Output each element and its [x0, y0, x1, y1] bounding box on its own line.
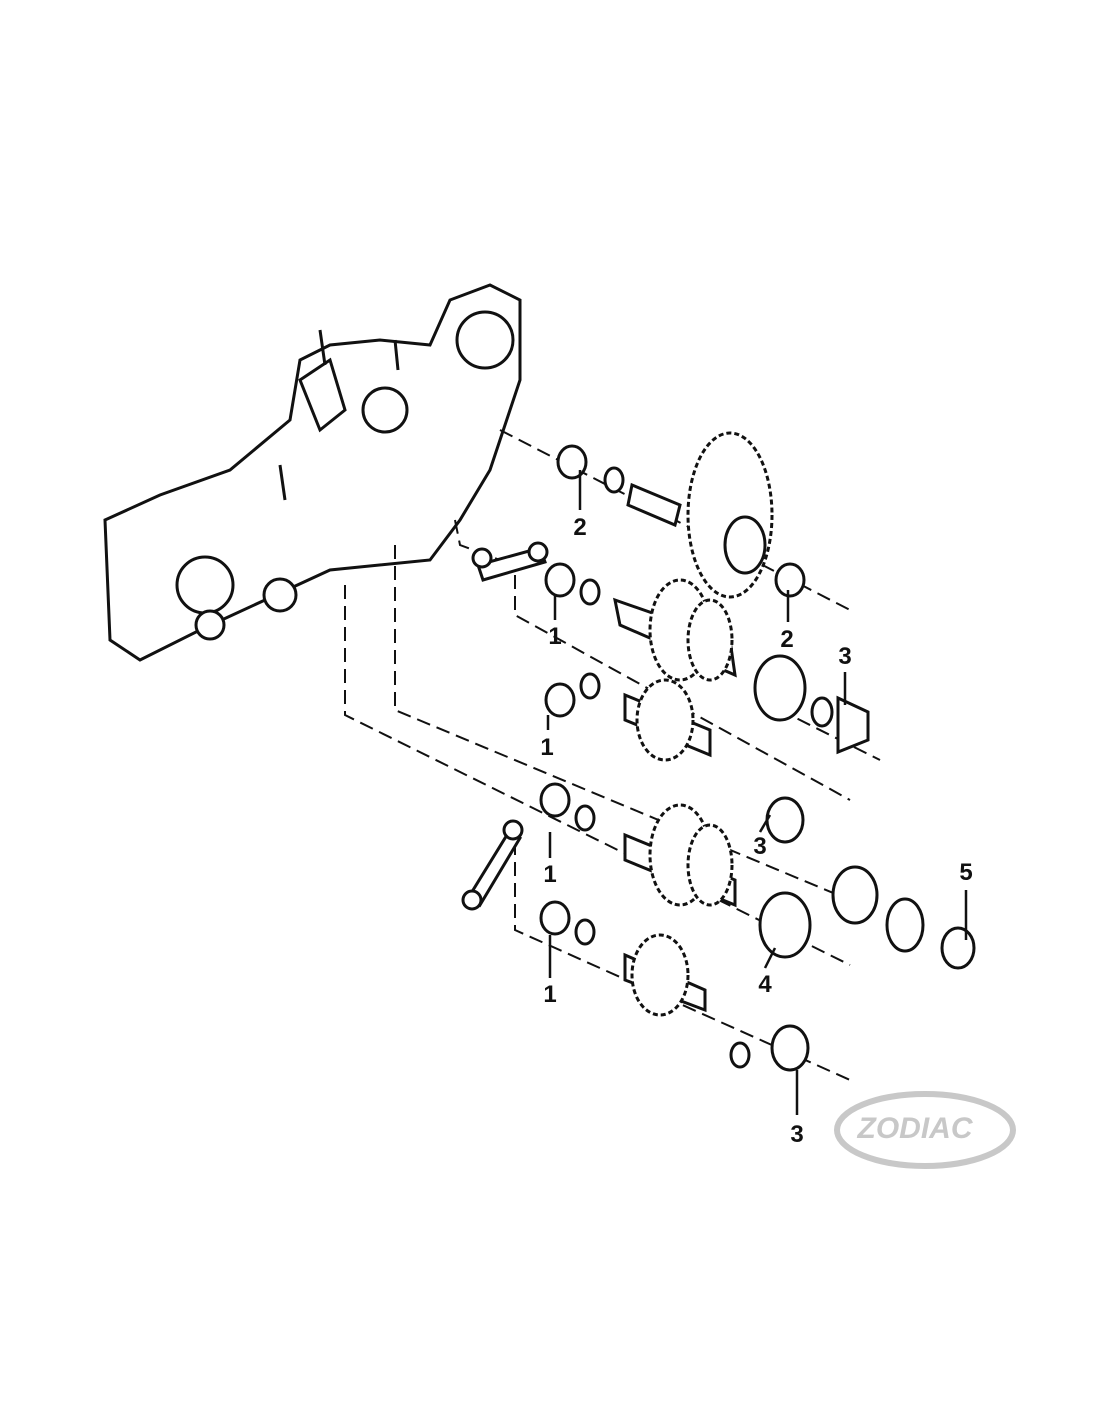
callout-label: 1 — [543, 861, 557, 888]
callout-label: 4 — [758, 971, 772, 998]
callout-label: 2 — [573, 514, 587, 541]
transmission-case — [103, 283, 522, 662]
callout-label: 1 — [543, 981, 557, 1008]
zodiac-logo: ZODIAC — [834, 1091, 1016, 1169]
gears — [613, 431, 774, 1017]
shifter-links — [461, 541, 549, 911]
callout-label: 1 — [548, 623, 562, 650]
callout-label: 3 — [790, 1121, 804, 1148]
callout-label: 3 — [838, 643, 852, 670]
callout-label: 3 — [753, 833, 767, 860]
svg-text:ZODIAC: ZODIAC — [857, 1112, 974, 1145]
leader-lines — [546, 470, 968, 1115]
callout-label: 1 — [540, 734, 554, 761]
callout-label: 2 — [780, 626, 794, 653]
bushings — [539, 444, 976, 1072]
callout-label: 5 — [959, 859, 973, 886]
